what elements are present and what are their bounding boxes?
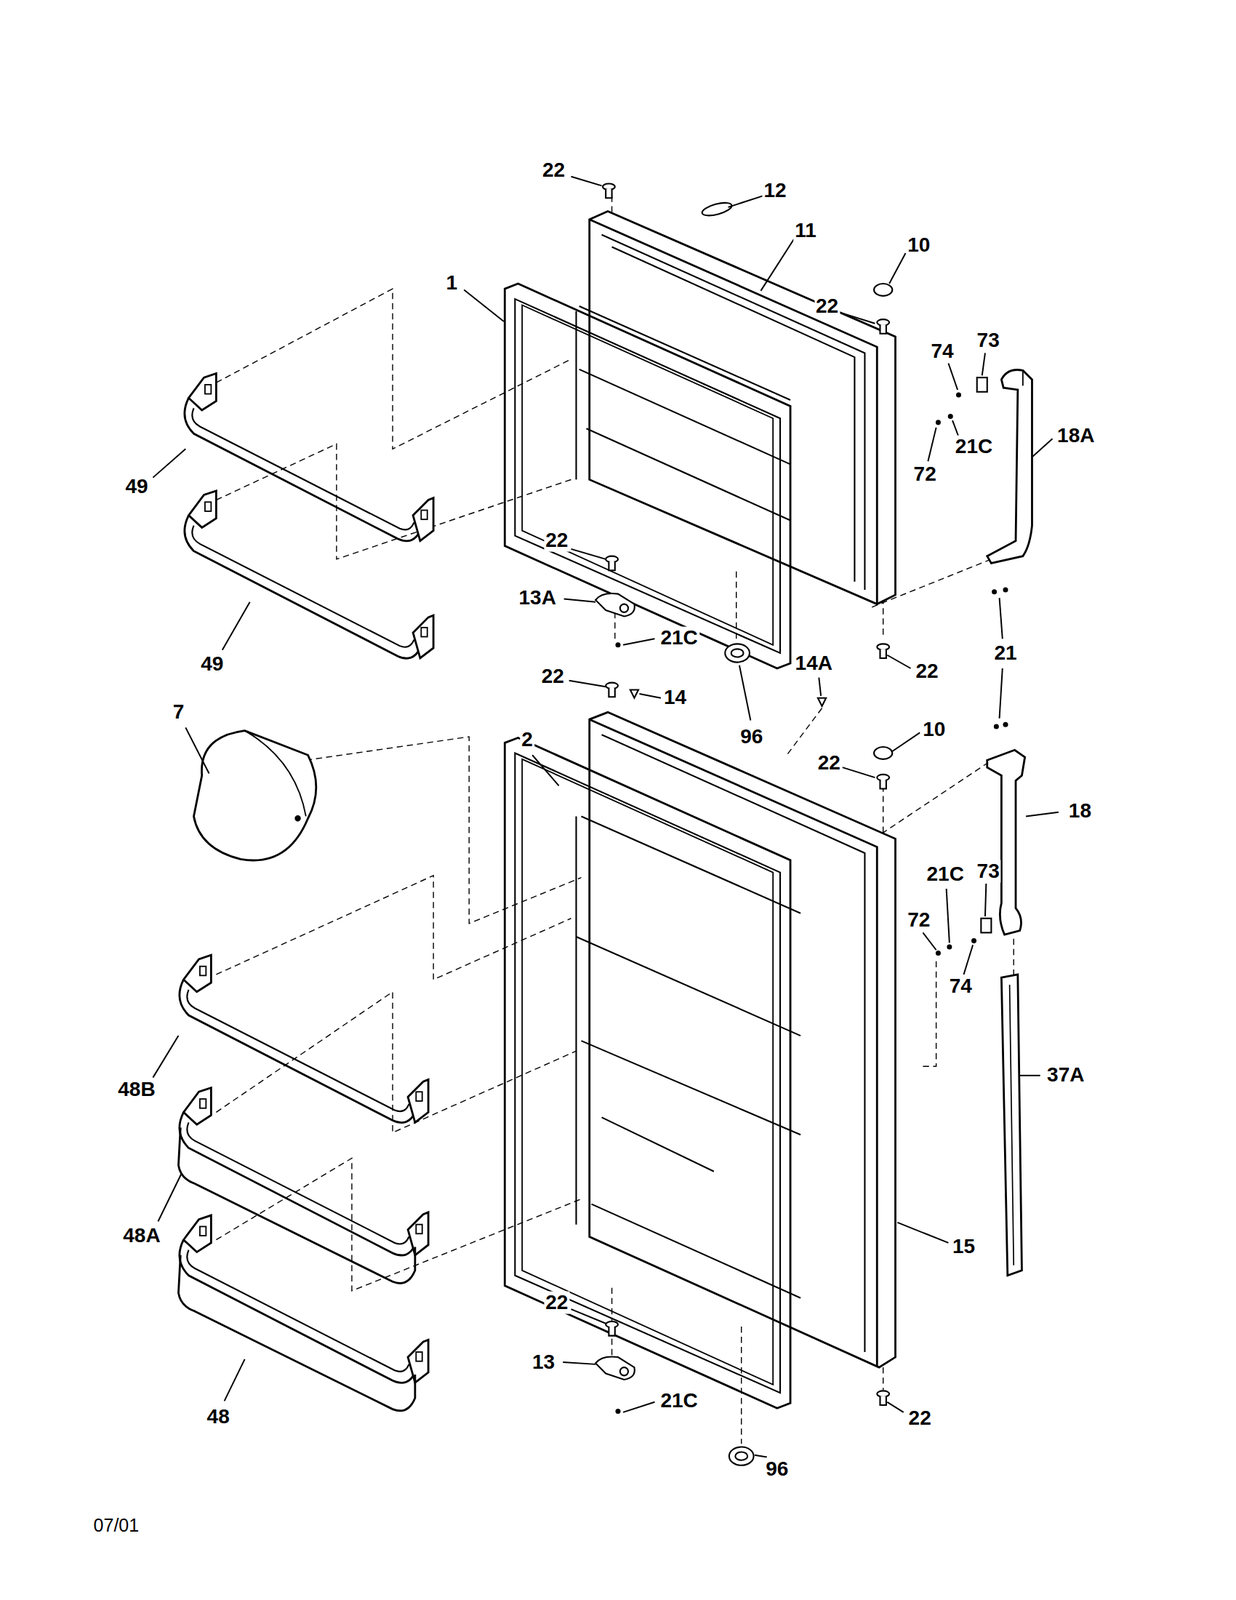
- callout-number: 12: [761, 179, 788, 203]
- callout-number: 21: [992, 641, 1018, 664]
- callout-number: 96: [738, 724, 765, 748]
- callout-number: 21C: [925, 863, 966, 886]
- callout-number: 11: [793, 219, 818, 243]
- callout-number: 73: [975, 329, 1002, 352]
- callout-number: 72: [905, 908, 932, 932]
- callout-number: 18: [1067, 799, 1093, 823]
- callout-number: 21C: [658, 625, 699, 649]
- callout-number: 13A: [517, 586, 558, 610]
- callout-number: 22: [814, 294, 840, 317]
- callout-number: 22: [816, 751, 842, 775]
- callout-number: 49: [199, 652, 225, 676]
- callout-number: 74: [929, 339, 955, 363]
- callout-number: 22: [543, 529, 570, 552]
- callout-number: 13: [530, 1350, 557, 1373]
- callout-number: 96: [764, 1457, 790, 1480]
- callout-number: 10: [921, 717, 947, 741]
- callout-number: 37A: [1045, 1063, 1086, 1087]
- callout-number: 7: [171, 700, 187, 724]
- callout-number: 22: [540, 665, 566, 688]
- callout-number: 22: [913, 660, 940, 683]
- callout-number: 22: [907, 1406, 933, 1429]
- callout-number: 49: [123, 475, 150, 499]
- callout-number: 48: [205, 1405, 232, 1428]
- callout-number: 14A: [793, 651, 834, 674]
- callout-number: 18A: [1055, 424, 1096, 448]
- callout-number: 2: [519, 728, 535, 752]
- callout-number: 22: [540, 159, 567, 182]
- callout-number: 14: [662, 686, 688, 709]
- callout-number: 1: [444, 271, 460, 294]
- callout-number: 73: [975, 859, 1002, 882]
- date-code: 07/01: [92, 1515, 142, 1537]
- callout-number: 74: [948, 974, 974, 998]
- callout-number: 72: [912, 463, 938, 486]
- callout-number: 48B: [116, 1078, 157, 1101]
- callout-number: 21C: [658, 1388, 699, 1412]
- callout-number: 22: [543, 1291, 570, 1314]
- callout-number: 48A: [121, 1223, 162, 1247]
- callout-number: 21C: [953, 435, 994, 459]
- callout-number: 10: [905, 233, 932, 256]
- callout-number: 15: [950, 1235, 977, 1258]
